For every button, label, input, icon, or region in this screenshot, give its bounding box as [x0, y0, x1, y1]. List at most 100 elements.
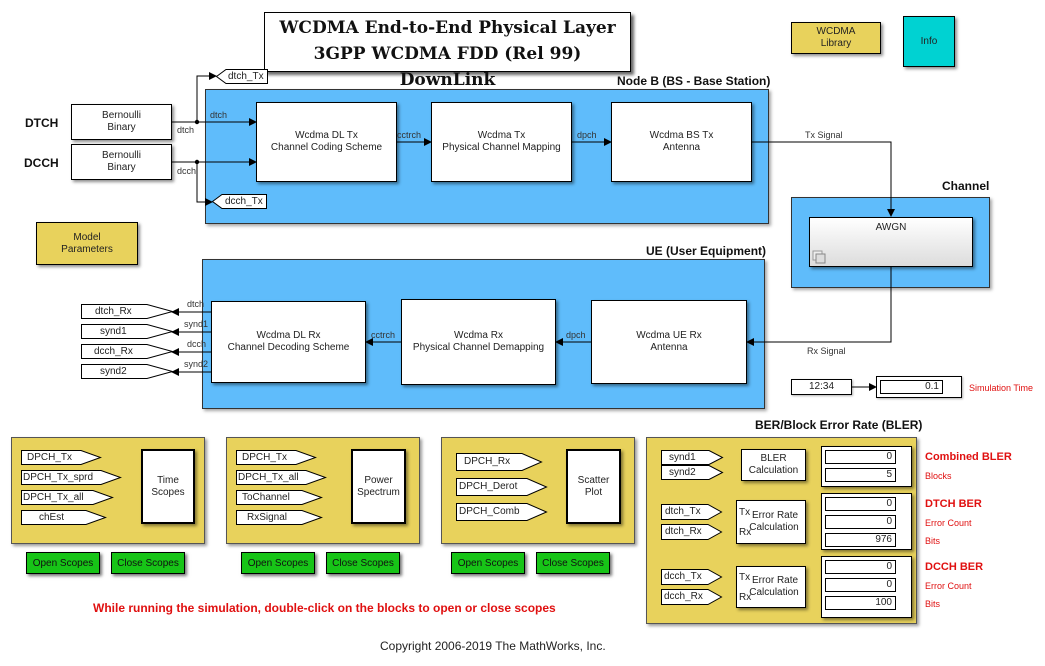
dtch-bernoulli-binary-block[interactable]: Bernoulli Binary: [71, 104, 172, 140]
block-label: Antenna: [650, 342, 688, 353]
from-tag[interactable]: DPCH_Tx: [21, 450, 102, 465]
open-scatter-plot-button[interactable]: Open Scopes: [451, 552, 525, 574]
synd2-goto-tag[interactable]: synd2: [81, 364, 175, 379]
from-tag[interactable]: DPCH_Tx_all: [21, 490, 114, 505]
combined-bler-label: Combined BLER: [925, 451, 1012, 463]
block-label: Wcdma Tx: [477, 130, 526, 141]
dcch-ber-display[interactable]: 0 0 100: [821, 556, 912, 618]
dtch-source-label: DTCH: [25, 116, 59, 130]
time-scopes-block[interactable]: Time Scopes: [141, 449, 195, 524]
synd1-from-tag[interactable]: synd1: [661, 450, 724, 465]
synd2-port-label: synd2: [184, 359, 209, 369]
from-tag[interactable]: DPCH_Derot: [456, 478, 548, 496]
dcch-error-rate-calculation-block[interactable]: Tx Rx Error Rate Calculation: [736, 566, 806, 608]
block-label: Plot: [584, 486, 603, 498]
ue-rx-antenna-block[interactable]: Wcdma UE Rx Antenna: [591, 300, 747, 384]
tag-label: synd1: [100, 326, 127, 337]
button-label: Open Scopes: [457, 557, 519, 569]
dtch-rx-from-tag[interactable]: dtch_Rx: [661, 524, 723, 540]
library-label-2: Library: [820, 38, 852, 49]
button-label: Close Scopes: [332, 557, 394, 569]
simulation-time-display[interactable]: 0.1: [876, 376, 962, 398]
block-label: Antenna: [662, 142, 701, 153]
dtch-tx-goto-tag[interactable]: dtch_Tx: [215, 69, 268, 84]
model-parameters-label-1: Model: [73, 231, 101, 243]
dpch-tx-signal-label: dpch: [577, 130, 597, 140]
bler-calculation-block[interactable]: BLER Calculation: [741, 449, 806, 481]
tag-label: dcch_Rx: [664, 591, 703, 602]
from-tag[interactable]: DPCH_Comb: [456, 503, 548, 521]
dtch-rx-goto-tag[interactable]: dtch_Rx: [81, 304, 175, 319]
dcch-tx-from-tag[interactable]: dcch_Tx: [661, 569, 723, 585]
subsystem-reference-icon: [812, 250, 826, 264]
blocks-label: Blocks: [925, 471, 952, 481]
dcch-tx-goto-tag[interactable]: dcch_Tx: [211, 194, 267, 209]
open-time-scopes-button[interactable]: Open Scopes: [26, 552, 100, 574]
open-power-spectrum-button[interactable]: Open Scopes: [241, 552, 315, 574]
dtch-error-count-value: 0: [825, 515, 896, 529]
dcch-signal-label: dcch: [177, 166, 197, 176]
synd2-from-tag[interactable]: synd2: [661, 465, 724, 480]
dtch-ber-display[interactable]: 0 0 976: [821, 493, 912, 550]
tag-label: ToChannel: [242, 492, 290, 503]
from-tag[interactable]: DPCH_Rx: [456, 453, 543, 471]
awgn-channel-block[interactable]: AWGN: [809, 217, 973, 267]
from-tag[interactable]: DPCH_Tx_sprd: [21, 470, 122, 485]
bs-tx-antenna-block[interactable]: Wcdma BS Tx Antenna: [611, 102, 752, 182]
tag-label: chEst: [39, 512, 65, 523]
from-tag[interactable]: DPCH_Tx_all: [236, 470, 327, 485]
scatter-plot-block[interactable]: Scatter Plot: [566, 449, 621, 524]
wcdma-library-block[interactable]: WCDMA Library: [791, 22, 881, 54]
block-label: Wcdma DL Rx: [256, 330, 321, 341]
from-tag[interactable]: RxSignal: [236, 510, 323, 525]
close-power-spectrum-button[interactable]: Close Scopes: [326, 552, 400, 574]
block-label: Channel Decoding Scheme: [227, 342, 350, 353]
close-time-scopes-button[interactable]: Close Scopes: [111, 552, 185, 574]
tag-label: DPCH_Comb: [459, 506, 520, 517]
info-label: Info: [920, 35, 938, 47]
tag-label: synd2: [669, 467, 696, 478]
model-parameters-block[interactable]: Model Parameters: [36, 222, 138, 265]
tag-label: dtch_Rx: [95, 306, 132, 317]
ber-heading: BER/Block Error Rate (BLER): [755, 418, 923, 432]
bler-display[interactable]: 0 5: [821, 446, 912, 487]
button-label: Close Scopes: [117, 557, 179, 569]
tx-port-label: Tx: [739, 507, 751, 518]
dl-tx-channel-coding-block[interactable]: Wcdma DL Tx Channel Coding Scheme: [256, 102, 397, 182]
synd1-goto-tag[interactable]: synd1: [81, 324, 175, 339]
tag-label: DPCH_Tx: [242, 452, 288, 463]
clock-block[interactable]: 12:34: [791, 379, 852, 395]
dtch-error-rate-calculation-block[interactable]: Tx Rx Error Rate Calculation: [736, 500, 806, 544]
clock-value: 12:34: [808, 381, 835, 392]
dtch-tx-from-tag[interactable]: dtch_Tx: [661, 504, 723, 520]
dcch-rx-from-tag[interactable]: dcch_Rx: [661, 589, 723, 605]
tag-label: DPCH_Rx: [464, 456, 511, 467]
rx-signal-wire: [746, 267, 892, 346]
dcch-goto-wire: [196, 162, 213, 206]
from-tag[interactable]: ToChannel: [236, 490, 323, 505]
bler-blocks-value: 5: [825, 468, 896, 482]
from-tag[interactable]: chEst: [21, 510, 107, 525]
button-label: Open Scopes: [32, 557, 94, 569]
close-scatter-plot-button[interactable]: Close Scopes: [536, 552, 610, 574]
tx-physical-channel-mapping-block[interactable]: Wcdma Tx Physical Channel Mapping: [431, 102, 572, 182]
tag-label: dcch_Tx: [225, 196, 263, 207]
dl-rx-channel-decoding-block[interactable]: Wcdma DL Rx Channel Decoding Scheme: [211, 301, 366, 383]
rx-port-label: Rx: [739, 592, 752, 603]
tx-port-label: Tx: [739, 572, 751, 583]
dcch-rx-goto-tag[interactable]: dcch_Rx: [81, 344, 175, 359]
from-tag[interactable]: DPCH_Tx: [236, 450, 317, 465]
block-label: Power: [364, 474, 393, 486]
dcch-bernoulli-binary-block[interactable]: Bernoulli Binary: [71, 144, 172, 180]
ue-heading: UE (User Equipment): [646, 244, 767, 258]
tag-label: RxSignal: [247, 512, 288, 523]
rx-physical-channel-demapping-block[interactable]: Wcdma Rx Physical Channel Demapping: [401, 299, 556, 385]
block-label: Spectrum: [357, 486, 400, 498]
power-spectrum-block[interactable]: Power Spectrum: [351, 449, 406, 524]
block-label: Time: [157, 474, 179, 486]
model-parameters-label-2: Parameters: [61, 243, 113, 255]
tag-label: DPCH_Tx: [27, 452, 73, 463]
info-block[interactable]: Info: [903, 16, 955, 67]
dtch-error-count-label: Error Count: [925, 518, 972, 528]
node-b-dtch-signal-label: dtch: [210, 110, 228, 120]
